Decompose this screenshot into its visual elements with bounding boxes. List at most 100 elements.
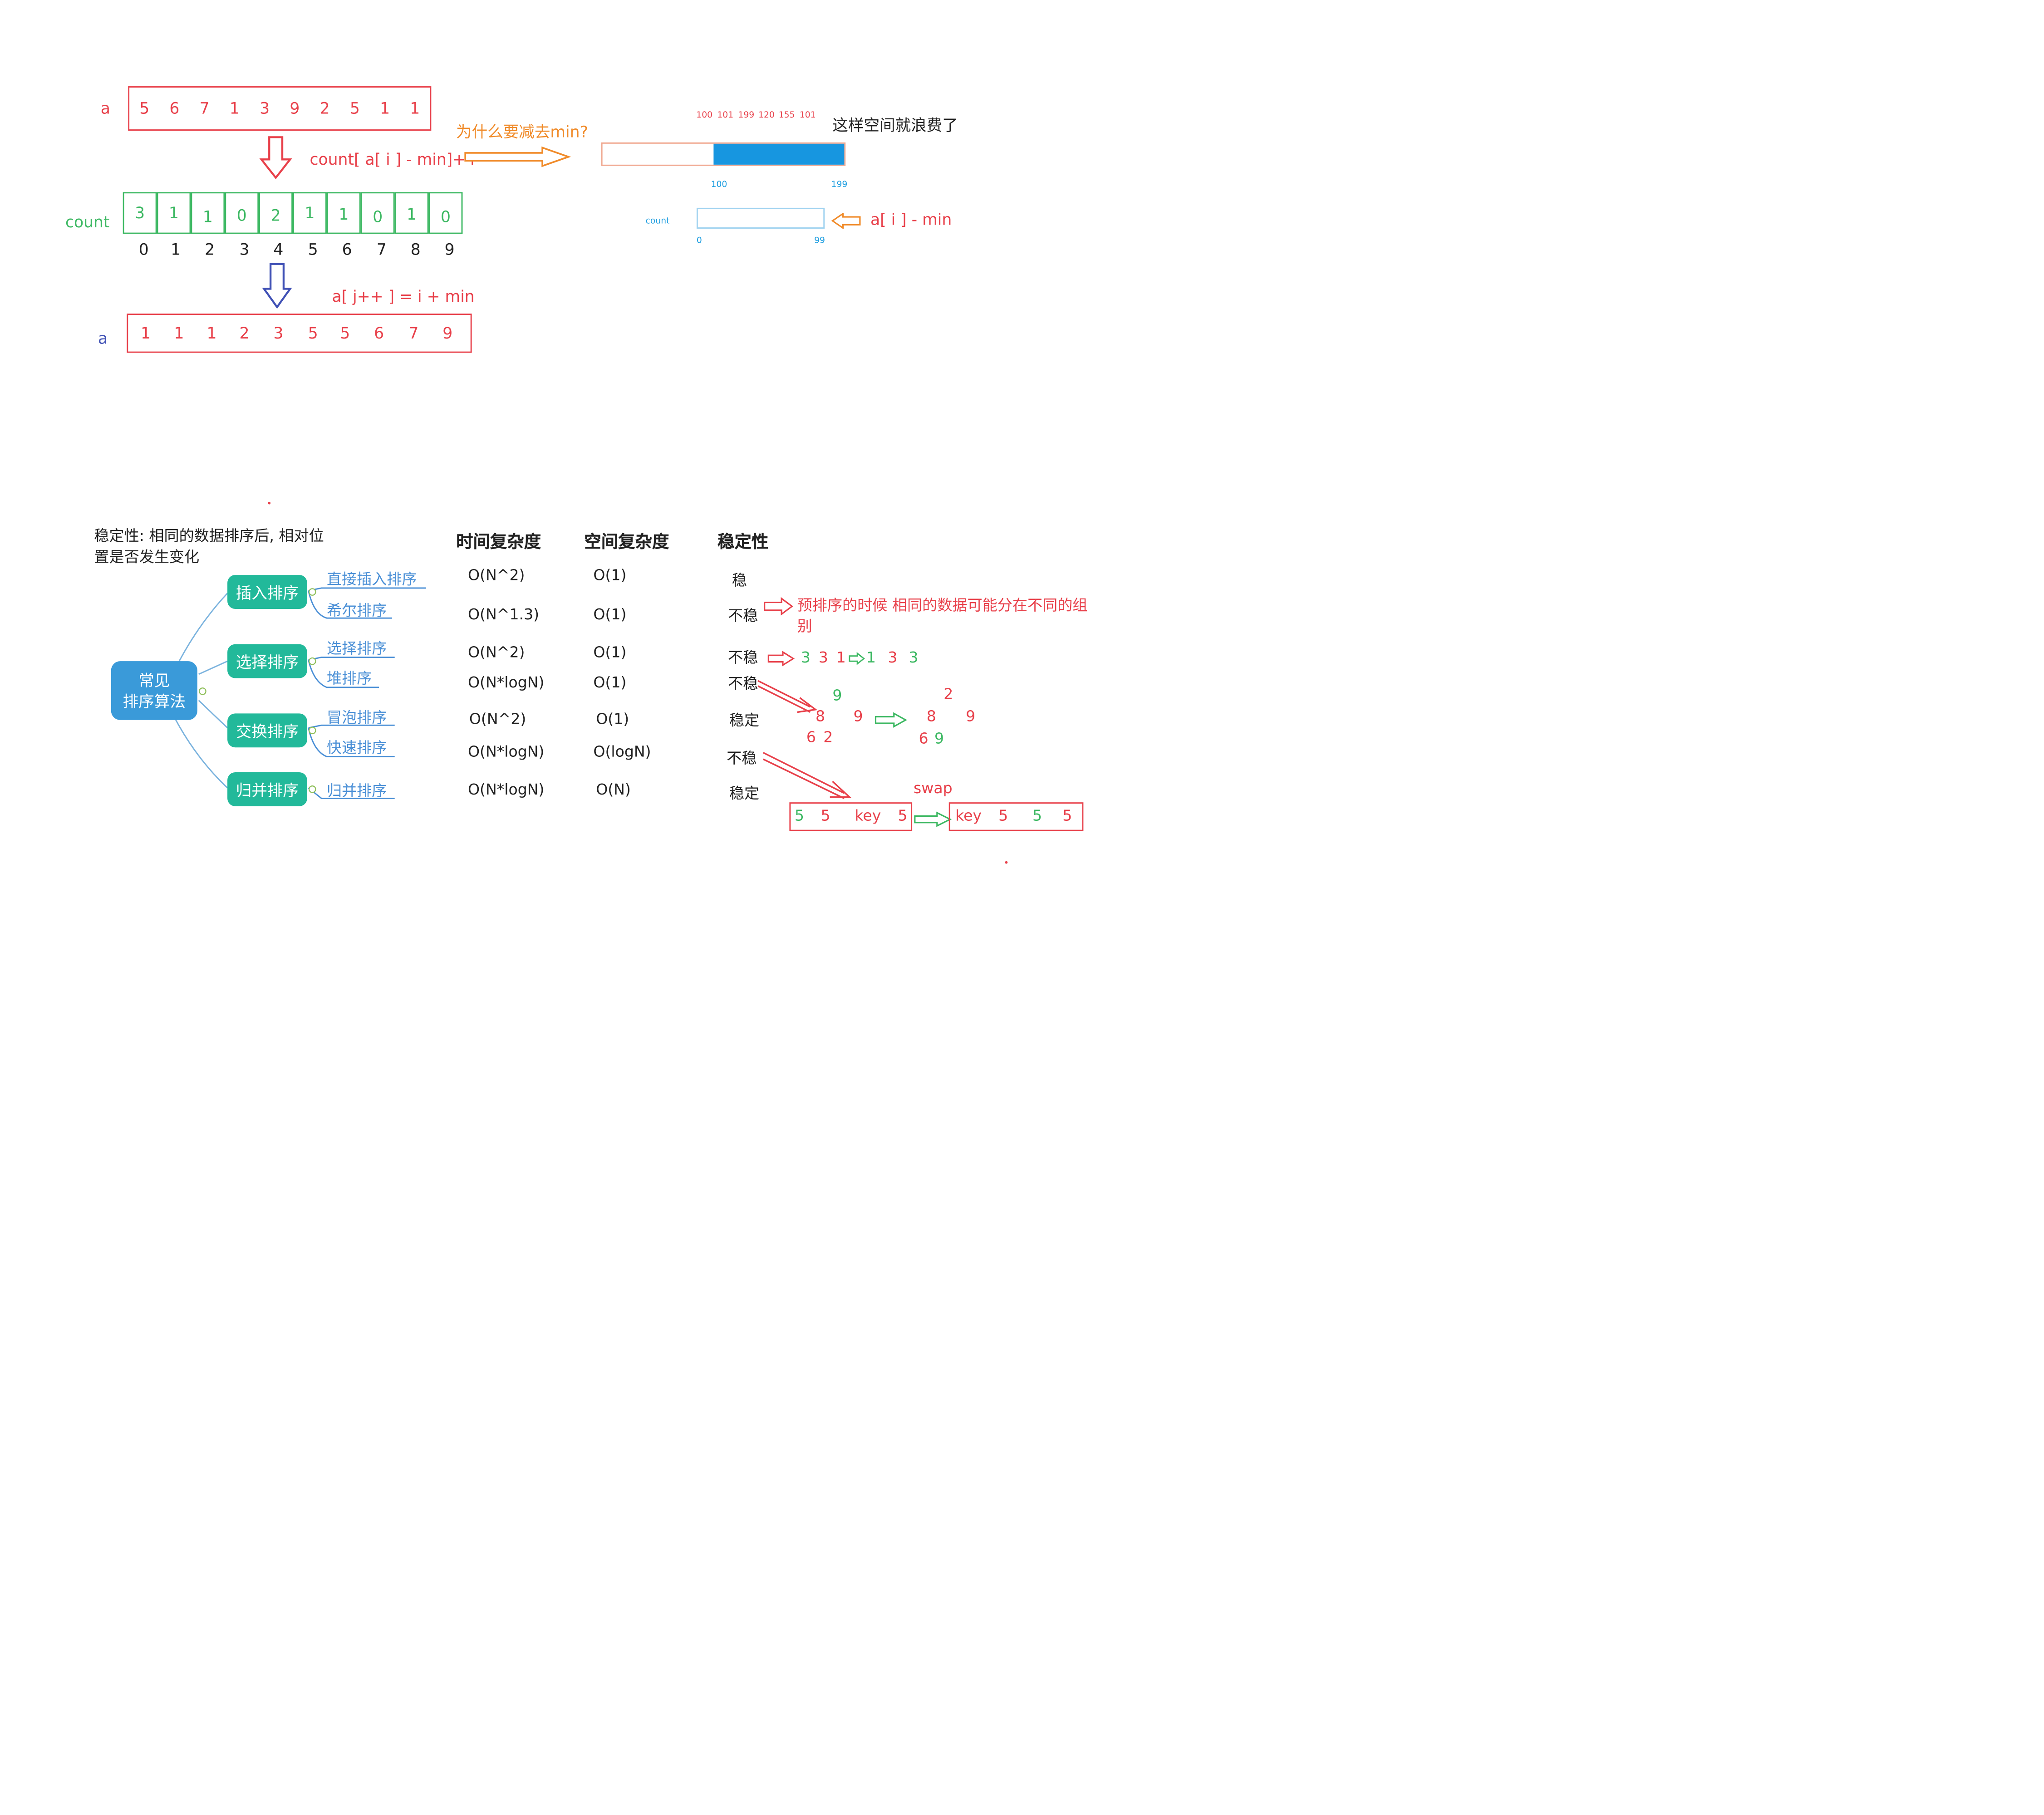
stability-definition-line: 稳定性: 相同的数据排序后, 相对位 <box>94 526 324 545</box>
example-value: 120 <box>758 109 775 120</box>
sorted-cell: 9 <box>442 324 453 343</box>
count-cell: 2 <box>259 192 293 234</box>
sorted-cell: 5 <box>340 324 350 343</box>
mindmap-root[interactable]: 常见 排序算法 <box>111 661 197 720</box>
why-min-question: 为什么要减去min? <box>456 123 588 142</box>
node-exchange-sort[interactable]: 交换排序 <box>227 713 307 748</box>
heap-before-bottom: 2 <box>823 728 833 746</box>
count-range-bar <box>696 207 825 229</box>
sorted-array-label: a <box>98 329 108 348</box>
quick-after-cell: 5 <box>998 806 1008 825</box>
quick-before-cell: 5 <box>821 806 830 825</box>
array-a-cell: 7 <box>199 99 210 118</box>
array-a-cell: 9 <box>290 99 300 118</box>
count-small-label: count <box>645 216 670 226</box>
quick-after-cell: 5 <box>1062 806 1072 825</box>
shell-note-line: 别 <box>797 617 812 635</box>
stability-cell: 稳定 <box>729 784 760 803</box>
count-cell: 0 <box>428 192 463 234</box>
space-cell: O(1) <box>593 565 627 584</box>
array-a-box: 5 6 7 1 3 9 2 5 1 1 <box>128 86 432 131</box>
leaf-shell-sort[interactable]: 希尔排序 <box>326 601 387 620</box>
index-label: 6 <box>342 240 352 259</box>
array-a-cell: 3 <box>260 99 270 118</box>
time-cell: O(N*logN) <box>467 780 545 799</box>
index-row: 0 1 2 3 4 5 6 7 8 9 <box>127 240 467 259</box>
index-label: 5 <box>308 240 318 259</box>
heap-after-mid: 8 <box>926 706 936 726</box>
array-a-cell: 2 <box>319 99 330 118</box>
count-cell: 0 <box>360 192 395 234</box>
sorted-cell: 6 <box>374 324 384 343</box>
stability-cell: 不稳 <box>727 749 757 767</box>
time-cell: O(N^2) <box>467 565 525 584</box>
heap-after-top: 2 <box>943 685 953 703</box>
stability-definition-line: 置是否发生变化 <box>94 547 200 566</box>
example-value: 155 <box>778 109 795 120</box>
stability-cell: 不稳 <box>728 674 758 693</box>
value-range-bar <box>601 142 846 166</box>
sorted-cell: 1 <box>174 324 184 343</box>
red-down-arrow <box>259 136 292 180</box>
array-a-cell: 6 <box>169 99 180 118</box>
space-cell: O(N) <box>596 780 631 799</box>
stability-definition: 稳定性: 相同的数据排序后, 相对位 置是否发生变化 <box>94 525 324 567</box>
select-after-value: 3 <box>888 648 898 667</box>
node-insertion-sort[interactable]: 插入排序 <box>227 575 307 609</box>
quick-before-cell: 5 <box>898 806 908 825</box>
quick-after-cell: 5 <box>1032 806 1042 825</box>
offset-formula: a[ i ] - min <box>870 210 952 229</box>
array-a-cell: 1 <box>229 99 240 118</box>
time-cell: O(N^2) <box>467 643 525 662</box>
heap-after-bottom: 9 <box>934 729 944 748</box>
heap-before-mid: 9 <box>853 706 863 726</box>
index-label: 3 <box>239 240 250 259</box>
count-cell: 3 <box>123 192 157 234</box>
space-cell: O(1) <box>593 673 627 692</box>
count-cell: 1 <box>157 192 191 234</box>
select-before-value: 3 <box>801 648 811 667</box>
example-value: 199 <box>738 109 755 120</box>
heap-after-mid: 9 <box>966 706 976 726</box>
heap-before-mid: 8 <box>815 706 825 726</box>
sorted-cell: 2 <box>239 324 250 343</box>
sorted-array-box: 1 1 1 2 3 5 5 6 7 9 <box>127 314 472 353</box>
heap-before-bottom: 6 <box>806 728 816 746</box>
leaf-direct-insertion[interactable]: 直接插入排序 <box>326 569 417 588</box>
space-cell: O(logN) <box>593 742 651 761</box>
select-before-row: 3 3 1 <box>797 648 850 666</box>
stray-dot <box>268 501 271 505</box>
select-example-arrow <box>767 651 795 667</box>
header-stability: 稳定性 <box>717 533 769 553</box>
stability-cell: 稳 <box>732 571 747 589</box>
example-values-row: 100 101 199 120 155 101 <box>694 110 818 120</box>
example-value: 101 <box>799 109 816 120</box>
quick-before-cell: 5 <box>794 806 805 825</box>
index-label: 2 <box>205 240 215 259</box>
mindmap-connectors <box>174 587 426 799</box>
blue-down-arrow <box>262 263 292 309</box>
count-cell: 1 <box>326 192 361 234</box>
leaf-heap-sort[interactable]: 堆排序 <box>326 669 372 687</box>
sorted-cell: 1 <box>206 324 217 343</box>
orange-right-arrow <box>464 146 571 167</box>
select-after-value: 3 <box>909 648 919 667</box>
count-array-box: 3 1 1 0 2 1 1 0 1 0 <box>123 192 463 234</box>
root-line: 常见 <box>138 671 170 690</box>
time-cell: O(N^2) <box>469 709 526 728</box>
node-merge-sort[interactable]: 归并排序 <box>227 772 307 806</box>
sorted-cell: 7 <box>408 324 419 343</box>
array-a-cell: 5 <box>139 99 150 118</box>
index-label: 0 <box>138 240 149 259</box>
leaf-quick-sort[interactable]: 快速排序 <box>326 738 387 757</box>
leaf-merge-sort[interactable]: 归并排序 <box>326 781 387 800</box>
header-time-complexity: 时间复杂度 <box>456 533 541 553</box>
leaf-bubble-sort[interactable]: 冒泡排序 <box>326 708 387 727</box>
diagonal-arrows <box>757 680 852 800</box>
range-left-label: 0 <box>696 235 702 246</box>
quick-before-cell: key <box>855 806 881 825</box>
node-selection-sort[interactable]: 选择排序 <box>227 644 307 678</box>
index-label: 8 <box>410 240 421 259</box>
bar-right-label: 199 <box>831 179 848 190</box>
leaf-selection-sort[interactable]: 选择排序 <box>326 639 387 657</box>
